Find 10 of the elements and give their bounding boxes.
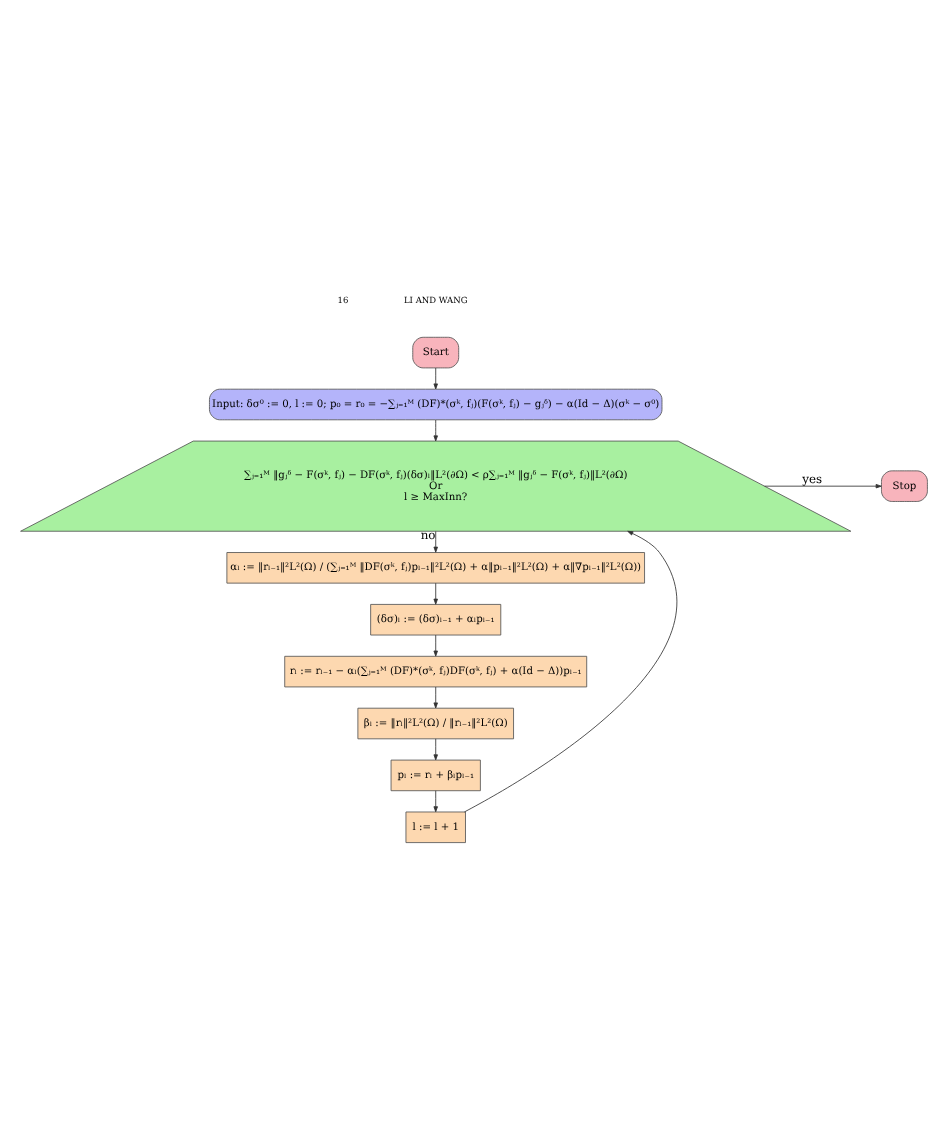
- arrow: [433, 531, 438, 553]
- arrow: [764, 483, 882, 489]
- arrow: [433, 790, 438, 813]
- arrow: [433, 738, 438, 761]
- arrow: [433, 634, 438, 657]
- arrow: [433, 686, 438, 709]
- arrow: [433, 367, 438, 390]
- arrow: [433, 582, 438, 605]
- arrow: [464, 530, 678, 813]
- arrow: [433, 419, 438, 442]
